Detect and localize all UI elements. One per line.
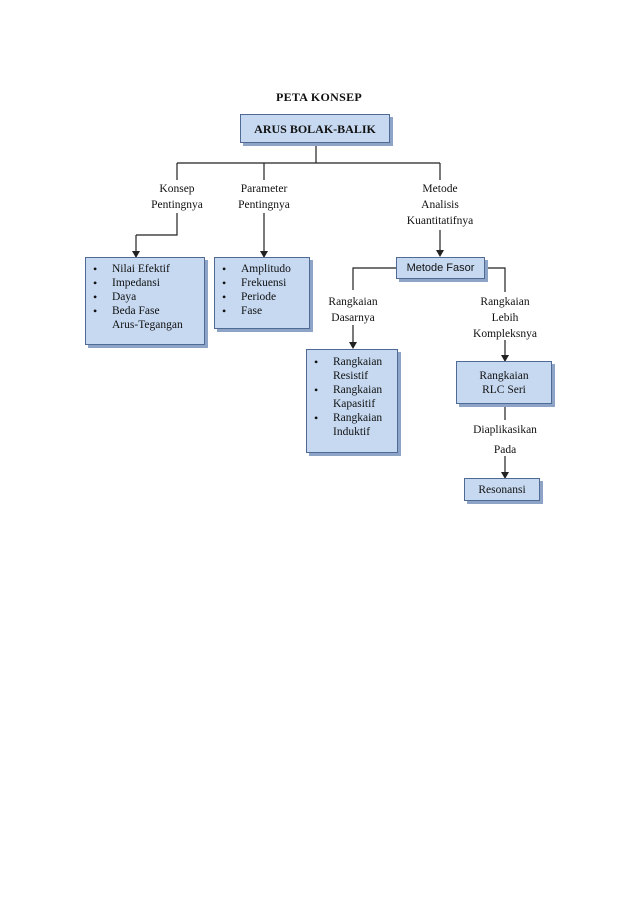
konsep-list-item: Impedansi — [86, 276, 204, 290]
konsep-list-box: Nilai Efektif Impedansi Daya Beda Fase A… — [85, 257, 205, 345]
rangkaian-list-item: Rangkaian Induktif — [307, 411, 397, 439]
konsep-label-line: Konsep — [159, 183, 195, 195]
root-label: ARUS BOLAK-BALIK — [254, 121, 376, 136]
parameter-list-item: Periode — [215, 290, 309, 304]
rlc-seri-node: Rangkaian RLC Seri — [456, 361, 552, 404]
dasar-label-line: Dasarnya — [331, 312, 375, 324]
rangkaian-list-item: Rangkaian Resistif — [307, 355, 397, 383]
metode-fasor-node: Metode Fasor — [396, 257, 485, 279]
diaplikasikan-label-line: Diaplikasikan — [473, 424, 537, 436]
rangkaian-list-item: Rangkaian Kapasitif — [307, 383, 397, 411]
konsep-label-line: Pentingnya — [151, 199, 203, 211]
kompleks-label-line: Lebih — [491, 312, 519, 324]
metode-label-line: Kuantitatifnya — [406, 215, 474, 227]
parameter-list-item: Frekuensi — [215, 276, 309, 290]
root-node: ARUS BOLAK-BALIK — [240, 114, 390, 143]
konsep-list-item: Beda Fase Arus-Tegangan — [86, 304, 204, 332]
dasar-label-line: Rangkaian — [328, 296, 378, 308]
diaplikasikan-label: Diaplikasikan Pada — [455, 422, 555, 458]
parameter-label-line: Parameter — [240, 183, 288, 195]
dasar-branch-label: Rangkaian Dasarnya — [313, 294, 393, 326]
metode-branch-label: Metode Analisis Kuantitatifnya — [390, 181, 490, 229]
parameter-label-line: Pentingnya — [238, 199, 290, 211]
page-title: PETA KONSEP — [275, 90, 363, 104]
konsep-to-list-line — [136, 213, 178, 236]
resonansi-label: Resonansi — [478, 483, 526, 496]
parameter-branch-label: Parameter Pentingnya — [219, 181, 309, 213]
kompleks-label-line: Rangkaian — [480, 296, 530, 308]
rangkaian-list-box: Rangkaian Resistif Rangkaian Kapasitif R… — [306, 349, 398, 453]
kompleks-branch-label: Rangkaian Lebih Kompleksnya — [460, 294, 550, 342]
fasor-left-branch — [352, 267, 396, 290]
konsep-list-item: Daya — [86, 290, 204, 304]
resonansi-node: Resonansi — [464, 478, 540, 501]
konsep-branch-label: Konsep Pentingnya — [132, 181, 222, 213]
metode-label-line: Analisis — [421, 199, 459, 211]
diaplikasikan-label-line: Pada — [493, 444, 517, 456]
parameter-list-item: Amplitudo — [215, 262, 309, 276]
metode-label-line: Metode — [422, 183, 458, 195]
fasor-right-branch — [485, 267, 506, 292]
kompleks-label-line: Kompleksnya — [473, 328, 537, 340]
metode-fasor-label: Metode Fasor — [406, 262, 475, 274]
parameter-list-item: Fase — [215, 304, 309, 318]
parameter-list-box: Amplitudo Frekuensi Periode Fase — [214, 257, 310, 329]
rlc-label-line: Rangkaian — [479, 369, 529, 382]
konsep-list-item: Nilai Efektif — [86, 262, 204, 276]
rlc-label-line: RLC Seri — [482, 383, 526, 396]
